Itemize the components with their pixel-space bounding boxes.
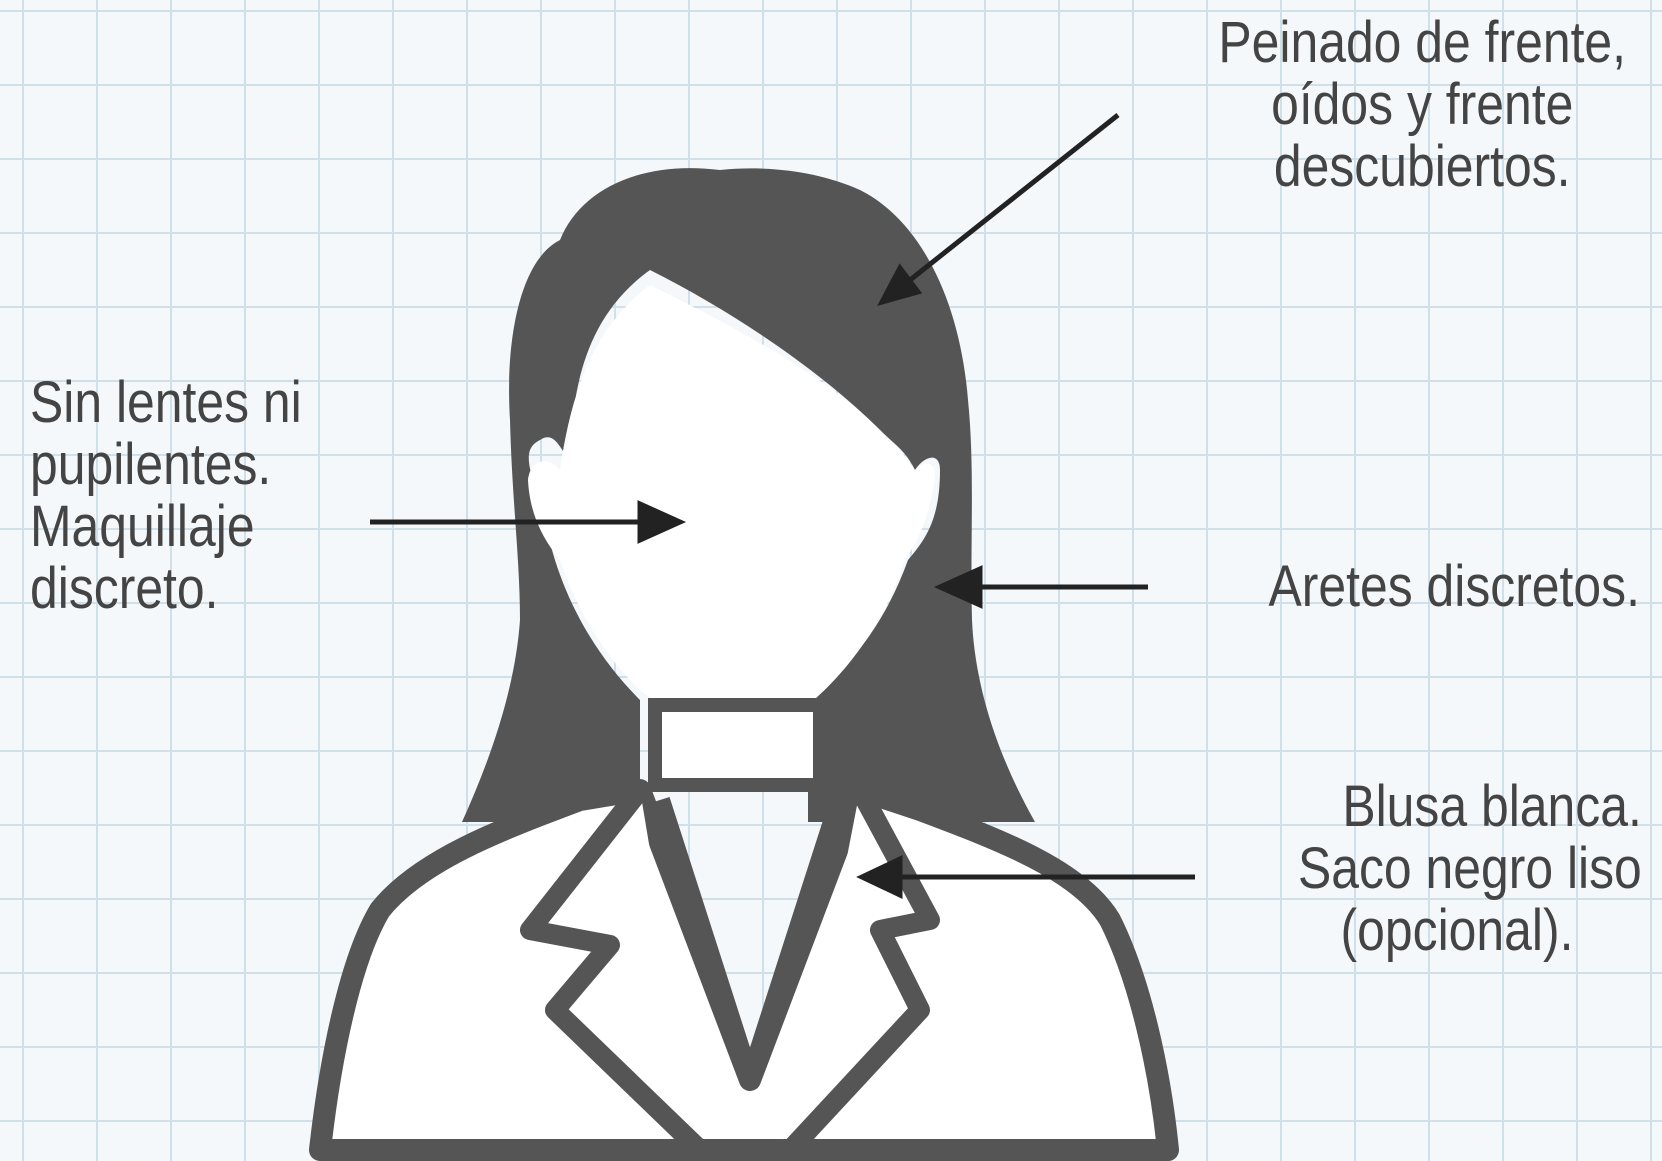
- hair-silhouette: [462, 168, 1035, 822]
- clothing-annotation: Blusa blanca. Saco negro liso (opcional)…: [1298, 776, 1642, 962]
- arrow-clothing: [856, 855, 1195, 899]
- arrow-hair: [877, 113, 1120, 306]
- face-annotation-line-2: pupilentes.: [30, 432, 272, 497]
- earrings-annotation-line: Aretes discretos.: [1268, 554, 1640, 619]
- earrings-annotation: Aretes discretos.: [1269, 556, 1640, 618]
- face-annotation-line-4: discreto.: [30, 556, 219, 621]
- hair-annotation-line-1: Peinado de frente,: [1218, 10, 1626, 75]
- face-annotation-line-3: Maquillaje: [30, 494, 255, 559]
- hair-annotation: Peinado de frente, oídos y frente descub…: [1218, 12, 1626, 198]
- neck: [648, 698, 827, 792]
- face-shape: [528, 285, 935, 724]
- face-annotation-line-1: Sin lentes ni: [30, 370, 302, 435]
- clothing-annotation-line-1: Blusa blanca.: [1342, 774, 1642, 839]
- hair-annotation-line-3: descubiertos.: [1273, 134, 1571, 199]
- arrow-earrings: [933, 565, 1148, 609]
- left-lapel: [520, 783, 707, 1158]
- hair-annotation-line-2: oídos y frente: [1271, 72, 1574, 137]
- face-annotation: Sin lentes ni pupilentes. Maquillaje dis…: [30, 372, 302, 620]
- jacket-outline: [309, 779, 1179, 1161]
- clothing-annotation-line-2: Saco negro liso: [1298, 836, 1642, 901]
- arrow-face: [370, 500, 687, 544]
- clothing-annotation-line-3: (opcional).: [1340, 898, 1574, 963]
- blouse-v: [650, 796, 850, 1090]
